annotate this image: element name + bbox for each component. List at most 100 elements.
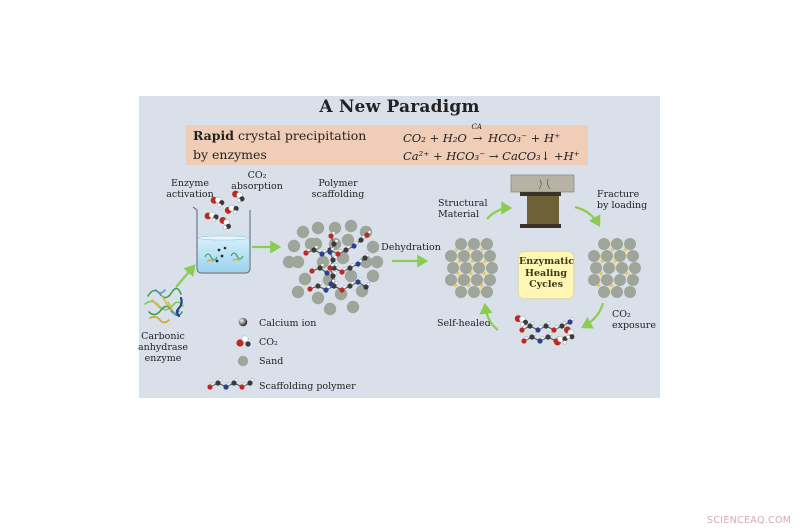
banner-line-2: by enzymes (193, 147, 267, 162)
sand-grain (346, 300, 360, 314)
label-structural-line1: Structural (438, 198, 488, 209)
sand-grain (614, 250, 626, 262)
sand-grain (484, 274, 496, 286)
sand-grain (481, 238, 493, 250)
sand-grain (323, 302, 337, 316)
sand-grain (366, 269, 380, 283)
sand-grain (460, 262, 472, 274)
sand-grain (624, 238, 636, 250)
arrow-cycle-bottom-right (581, 302, 605, 329)
equation-1-right: HCO₃⁻ + H⁺ (488, 131, 561, 145)
legend-polymer-icon (207, 378, 255, 390)
sand-grain (309, 237, 323, 251)
sand-grain (601, 250, 613, 262)
sand-grain (455, 238, 467, 250)
sand-grain (445, 274, 457, 286)
legend-co2-label: CO₂ (259, 337, 278, 348)
co2-molecule (554, 335, 568, 346)
sand-grain (598, 286, 610, 298)
sand-grain (616, 262, 628, 274)
process-arrows (175, 201, 605, 331)
banner-line-1: Rapid crystal precipitation (193, 128, 366, 143)
legend-calcium-label: Calcium ion (259, 318, 317, 329)
sand-grain (481, 286, 493, 298)
arrow-cycle-top-left (486, 201, 513, 220)
co2-molecule (210, 196, 225, 208)
cycle-text-line3: Cycles (529, 279, 563, 290)
sand-grain (611, 238, 623, 250)
co2-molecule (514, 315, 529, 327)
co2-molecule (232, 190, 245, 203)
banner-bold-word: Rapid (193, 128, 235, 143)
co2-molecules-exposure (514, 315, 575, 346)
label-co2-exposure-line2: exposure (612, 320, 656, 331)
co2-molecule (564, 326, 575, 340)
catalyst-label: CA (471, 123, 482, 131)
equation-1-arrow: →CA (471, 123, 483, 145)
label-co2-exposure-line1: CO₂ (612, 309, 631, 320)
sand-grain (468, 238, 480, 250)
sand-grain (473, 262, 485, 274)
label-enzyme-activation-line2: activation (166, 189, 214, 200)
sand-grain (484, 250, 496, 262)
equation-1: CO₂ + H₂O →CA HCO₃⁻ + H⁺ (403, 123, 561, 145)
sand-grain (311, 291, 325, 305)
sand-grain (598, 238, 610, 250)
sand-grain (344, 219, 358, 233)
polymer-chain (307, 277, 371, 293)
label-enzyme-activation: Enzyme activation (160, 178, 220, 200)
sand-grain (614, 274, 626, 286)
legend-co2-icon (236, 335, 251, 347)
co2-molecules-absorption (204, 190, 245, 230)
sand-grain (311, 221, 325, 235)
legend-calcium-icon (238, 317, 248, 327)
legend-sand-label: Sand (259, 356, 284, 367)
label-self-healed: Self-healed (437, 318, 491, 329)
sand-grain (316, 255, 330, 269)
polymer-chain (519, 317, 575, 333)
label-co2-absorption: CO₂ absorption (228, 170, 286, 192)
sand-grain (447, 262, 459, 274)
co2-molecule (204, 211, 219, 222)
label-structural-line2: Material (438, 209, 480, 220)
sand-grain (282, 255, 296, 269)
sand-grain (341, 233, 355, 247)
label-polymer-scaffolding-line2: scaffolding (311, 189, 365, 200)
label-carbonic-line3: enzyme (144, 353, 182, 364)
equation-1-left: CO₂ + H₂O (403, 131, 467, 145)
label-fracture-by-loading: Fracture by loading (597, 189, 647, 211)
sand-grain (627, 274, 639, 286)
label-fracture-line2: by loading (597, 200, 648, 211)
legend-sand-icon (237, 355, 249, 367)
arrow-cycle-top-right (574, 205, 601, 227)
sand-grain (291, 255, 305, 269)
cycle-text-line1: Enzymatic (519, 256, 575, 267)
sand-grain (296, 225, 310, 239)
label-dehydration: Dehydration (381, 242, 441, 253)
label-fracture-line1: Fracture (597, 189, 640, 200)
carbonic-anhydrase-enzyme-icon (144, 287, 184, 324)
polymer-chain (327, 231, 339, 287)
dissolved-ions (215, 246, 227, 263)
sand-grain (624, 286, 636, 298)
sand-grain (603, 262, 615, 274)
label-carbonic-anhydrase: Carbonic anhydrase enzyme (138, 331, 188, 364)
label-enzyme-activation-line1: Enzyme (170, 178, 210, 189)
sand-grain (455, 286, 467, 298)
healing-cycles-text: Enzymatic Healing Cycles (519, 256, 575, 291)
enzyme-in-water (204, 252, 244, 263)
fractured-material-cluster (588, 238, 641, 298)
sand-grain (291, 285, 305, 299)
label-polymer-scaffolding: Polymer scaffolding (308, 178, 368, 200)
sand-grain (590, 262, 602, 274)
sand-grain (458, 250, 470, 262)
label-co2-absorption-line1: CO₂ (247, 170, 267, 181)
label-carbonic-line2: anhydrase (138, 342, 189, 353)
sand-grain (370, 255, 384, 269)
sand-grain (471, 250, 483, 262)
cycle-text-line2: Healing (525, 267, 567, 279)
label-co2-absorption-line2: absorption (231, 181, 283, 192)
co2-molecule (224, 204, 239, 215)
co2-molecule (219, 217, 232, 230)
